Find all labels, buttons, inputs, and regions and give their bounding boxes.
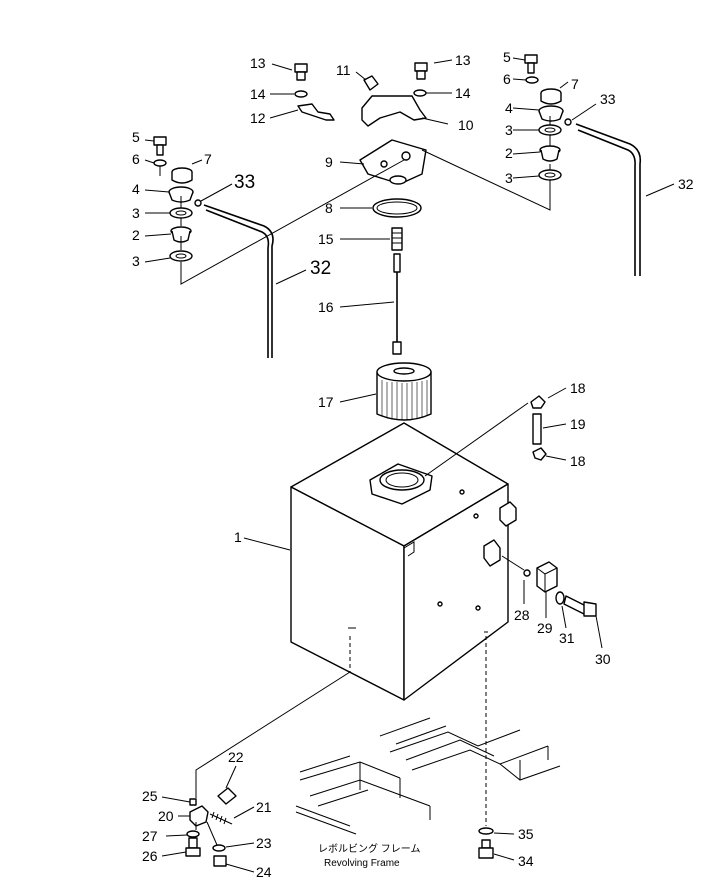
callout-32-left: 32 — [310, 258, 331, 279]
mount-stack-right — [524, 54, 564, 181]
callout-30: 30 — [595, 651, 611, 667]
pipe-32-right — [575, 123, 642, 276]
plug-24 — [213, 855, 227, 867]
callout-24: 24 — [256, 864, 272, 879]
washer-31 — [555, 591, 565, 605]
callout-7-right: 7 — [571, 76, 579, 92]
tank-1 — [290, 422, 517, 701]
callout-5-left: 5 — [132, 129, 140, 145]
mount-stack-left — [153, 136, 194, 262]
callout-12: 12 — [250, 110, 266, 126]
callout-3-right-b: 3 — [505, 170, 513, 186]
block-29 — [536, 561, 558, 593]
clip-33-right — [564, 118, 572, 126]
callout-33-right: 33 — [600, 91, 616, 107]
rod-16 — [392, 253, 402, 355]
callout-10: 10 — [458, 117, 474, 133]
callout-7-left: 7 — [204, 151, 212, 167]
callout-6-right: 6 — [503, 71, 511, 87]
washer-27 — [186, 830, 200, 838]
clamp-11 — [363, 75, 379, 91]
callout-2-right: 2 — [505, 145, 513, 161]
spring-21 — [209, 811, 233, 825]
callout-6-left: 6 — [132, 151, 140, 167]
pipe-32-left — [203, 204, 274, 358]
callout-25: 25 — [142, 788, 158, 804]
bolt-13-left — [294, 63, 308, 81]
callout-5-right: 5 — [503, 49, 511, 65]
callout-29: 29 — [537, 620, 553, 636]
bolt-26 — [185, 837, 201, 857]
plug-22 — [217, 787, 237, 805]
callout-14-left: 14 — [250, 86, 266, 102]
callout-34: 34 — [518, 853, 534, 869]
frame-caption-jp: レボルビング フレーム — [318, 842, 420, 855]
filter-17 — [376, 362, 432, 421]
bolt-34 — [478, 839, 494, 859]
callout-31: 31 — [559, 630, 575, 646]
leader-lines — [144, 57, 675, 873]
callout-21: 21 — [256, 799, 272, 815]
washer-23 — [212, 844, 226, 852]
elbow-18-top — [530, 395, 546, 409]
washer-14-left — [294, 90, 308, 98]
callout-17: 17 — [318, 394, 334, 410]
callout-2-left: 2 — [132, 227, 140, 243]
callout-15: 15 — [318, 231, 334, 247]
callout-35: 35 — [518, 826, 534, 842]
callout-13-right: 13 — [455, 52, 471, 68]
callout-9: 9 — [325, 154, 333, 170]
washer-14-right — [413, 89, 427, 97]
callout-22: 22 — [228, 749, 244, 765]
revolving-frame — [295, 717, 561, 835]
callout-1: 1 — [234, 529, 242, 545]
bracket-10 — [361, 95, 427, 127]
callout-14-right: 14 — [455, 85, 471, 101]
callout-4-right: 4 — [505, 100, 513, 116]
callout-3-left-b: 3 — [132, 253, 140, 269]
callout-18-top: 18 — [570, 380, 586, 396]
callout-28: 28 — [514, 607, 530, 623]
washer-28 — [523, 569, 531, 577]
washer-25 — [189, 798, 197, 806]
bolt-30 — [563, 595, 597, 617]
callout-8: 8 — [325, 200, 333, 216]
callout-3-left-a: 3 — [132, 205, 140, 221]
tube-19 — [532, 413, 542, 445]
callout-26: 26 — [142, 848, 158, 864]
callout-16: 16 — [318, 299, 334, 315]
spring-15 — [391, 227, 403, 251]
callout-19: 19 — [570, 416, 586, 432]
callout-20: 20 — [158, 808, 174, 824]
callout-32-right: 32 — [678, 176, 694, 192]
callout-33-left: 33 — [234, 172, 255, 193]
callout-11: 11 — [336, 62, 351, 78]
washer-35 — [478, 827, 494, 835]
bolt-13-right — [414, 62, 428, 80]
callout-13-left: 13 — [250, 55, 266, 71]
clip-33-left — [194, 199, 202, 207]
callout-4-left: 4 — [132, 181, 140, 197]
frame-caption-en: Revolving Frame — [324, 858, 400, 869]
callout-27: 27 — [142, 828, 158, 844]
bracket-12 — [297, 103, 335, 121]
valve-20 — [189, 805, 209, 827]
callout-23: 23 — [256, 835, 272, 851]
callout-18-bottom: 18 — [570, 453, 586, 469]
cover-9 — [359, 139, 427, 185]
elbow-18-bottom — [532, 447, 547, 461]
callout-3-right-a: 3 — [505, 122, 513, 138]
